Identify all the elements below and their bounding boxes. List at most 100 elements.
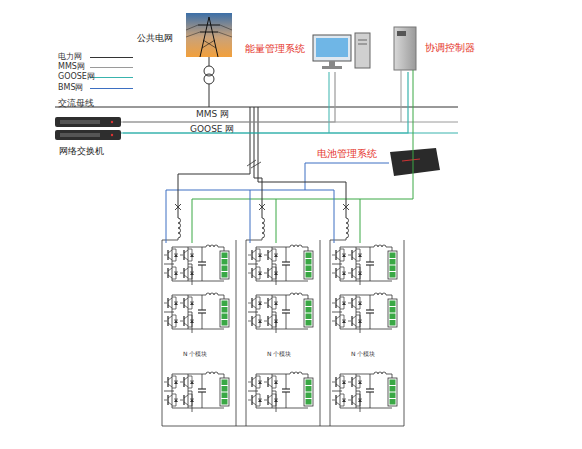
dc-rail [172,374,206,375]
battery-symbol [220,251,229,279]
igbt-symbol [164,267,178,279]
column-frame [162,240,163,426]
capacitor-wire [286,265,287,281]
monitor-base [322,66,342,69]
igbt-emitter [168,402,172,405]
igbt-symbol [164,315,178,327]
igbt-gate [164,273,167,274]
igbt-gate-bar [167,316,168,326]
diode-bar [258,272,262,273]
igbt-gate [180,255,183,256]
igbt-gate-bar [167,298,168,308]
battery-cell [390,320,396,326]
battery-cell [222,253,228,259]
monitor-stand [329,61,335,66]
diode-symbol [274,302,278,305]
battery-cell [222,320,228,326]
battery-cell [390,386,396,392]
diode-symbol [174,399,178,402]
igbt-symbol [248,249,262,261]
goose-control-wire [192,70,413,199]
igbt-gate-bar [267,316,268,326]
igbt-emitter [352,384,356,387]
phase-column [246,190,320,426]
igbt-collector [184,268,188,271]
igbt-gate-bar [335,298,336,308]
igbt-collector [352,316,356,319]
ac-output [356,391,360,412]
igbt-collector [252,377,256,380]
igbt-collector [184,395,188,398]
network-connector [123,72,408,133]
igbt-collector [168,268,172,271]
mms-drop [401,70,402,122]
battery-cell [306,259,312,265]
diode-symbol [258,302,262,305]
igbt-symbol [164,394,178,406]
power-line [186,25,198,30]
igbt-symbol [264,249,278,261]
igbt-symbol [164,297,178,309]
diode-symbol [274,254,278,257]
diode-symbol [358,254,362,257]
battery-wire [302,247,308,251]
inductor-symbol [290,372,302,374]
igbt-collector [184,298,188,301]
computer-icon [313,33,370,69]
inductor-symbol [262,218,265,238]
tower-arm [200,32,218,33]
bms-drop [166,190,167,243]
diode-symbol [174,320,178,323]
igbt-gate [332,321,335,322]
igbt-gate [180,303,183,304]
diode-bar [358,381,362,382]
igbt-gate-bar [335,250,336,260]
node-text: 协调控制器 [425,43,475,53]
igbt-gate-bar [267,268,268,278]
switch-body [55,130,121,140]
battery-cell [222,307,228,313]
igbt-collector [352,268,356,271]
igbt-symbol [164,249,178,261]
diode-symbol [274,381,278,384]
igbt-emitter [268,402,272,405]
igbt-gate-bar [267,395,268,405]
diode-symbol [342,320,346,323]
igbt-gate-bar [183,268,184,278]
igbt-collector [184,377,188,380]
ac-output [272,312,276,333]
igbt-symbol [348,376,362,388]
battery-symbol [388,378,397,406]
ac-output [272,264,276,285]
inductor-symbol [346,218,349,238]
battery-cell [306,301,312,307]
network-switch [55,130,121,140]
node-text: 网络交换机 [59,147,104,156]
igbt-emitter [184,305,188,308]
battery-wire [386,295,392,299]
igbt-gate [264,303,267,304]
igbt-gate-bar [183,377,184,387]
igbt-emitter [252,323,256,326]
diode-bar [258,320,262,321]
igbt-emitter [252,257,256,260]
battery-cell [306,266,312,272]
pc-tower [355,33,370,68]
igbt-symbol [332,267,346,279]
breaker-mark [343,204,349,210]
igbt-emitter [184,384,188,387]
cabinet-panel [397,31,406,36]
igbt-collector [336,298,340,301]
capacitor-wire [202,247,203,262]
igbt-collector [336,250,340,253]
igbt-collector [268,316,272,319]
converter-module [164,245,229,285]
igbt-collector [336,395,340,398]
capacitor-plate [366,309,374,310]
igbt-emitter [352,257,356,260]
igbt-gate [164,321,167,322]
igbt-symbol [332,297,346,309]
battery-wire [386,374,392,378]
device-node: 协调控制器 [392,24,484,72]
